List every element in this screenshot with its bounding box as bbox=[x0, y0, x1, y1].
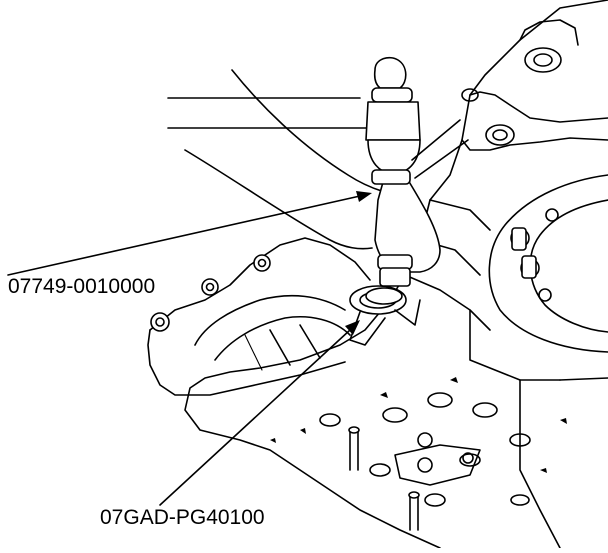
callout-driver-attachment-number: 07GAD-PG40100 bbox=[100, 506, 265, 529]
driver-handle-tool bbox=[167, 56, 469, 305]
transmission-housing bbox=[184, 0, 608, 549]
callout-hammer-tool-number: 07749-0010000 bbox=[8, 275, 156, 298]
callout-leaders bbox=[7, 191, 372, 506]
